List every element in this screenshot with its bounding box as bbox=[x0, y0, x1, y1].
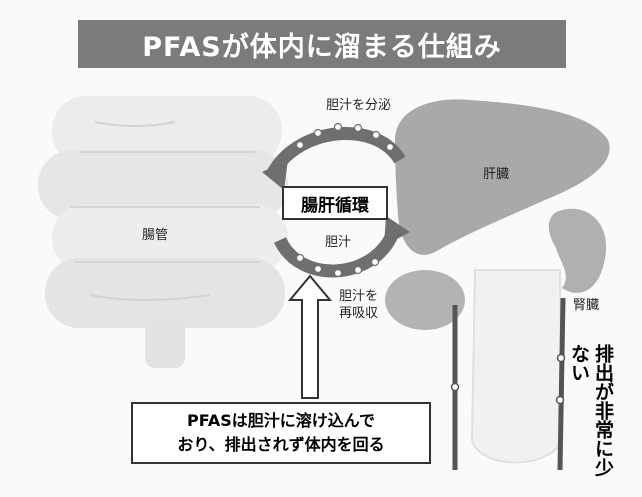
intestine-illustration bbox=[38, 96, 288, 368]
bladder-illustration bbox=[470, 269, 564, 464]
reabsorb-label-2: 再吸収 bbox=[339, 306, 379, 321]
excretion-label: 排出が非常に少ない bbox=[568, 344, 614, 477]
kidney-illustration bbox=[548, 208, 607, 293]
bile-secrete-label: 胆汁を分泌 bbox=[326, 98, 392, 113]
kidney-label: 腎臓 bbox=[573, 298, 600, 313]
reabsorb-label-1: 胆汁を bbox=[339, 289, 379, 304]
title-text: PFASが体内に溜まる仕組み bbox=[142, 31, 502, 63]
callout-line-1: PFASは胆汁に溶け込んで bbox=[187, 411, 375, 430]
bile-label: 胆汁 bbox=[325, 235, 352, 250]
cycle-badge: 腸肝循環 bbox=[282, 186, 388, 220]
arrow-head-top bbox=[262, 160, 288, 190]
callout-line-2: おり、排出されず体内を回る bbox=[177, 435, 385, 454]
arrow-head-bottom bbox=[384, 216, 410, 246]
callout-box: PFASは胆汁に溶け込んで おり、排出されず体内を回る bbox=[131, 402, 431, 464]
title-banner: PFASが体内に溜まる仕組み bbox=[78, 20, 566, 68]
cycle-ring bbox=[262, 122, 410, 278]
liver-label: 肝臓 bbox=[483, 167, 510, 182]
reabsorb-arrow bbox=[287, 274, 333, 399]
right-tube bbox=[557, 297, 566, 471]
liver-illustration bbox=[395, 99, 610, 255]
intestine-label: 腸管 bbox=[142, 228, 169, 243]
gallbladder-illustration bbox=[385, 270, 465, 330]
